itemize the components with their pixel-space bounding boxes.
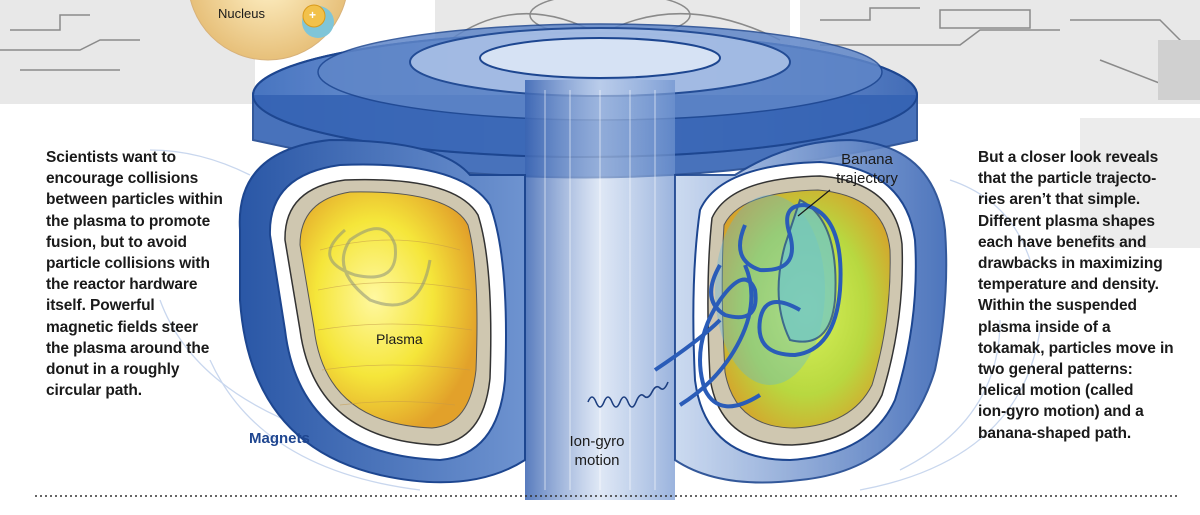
right-paragraph-line: temperature and density. (978, 276, 1159, 294)
ion-gyro-label: Ion-gyro motion (562, 432, 632, 470)
left-paragraph-line: the plasma around the (46, 339, 210, 357)
right-paragraph-line: ries aren’t that simple. (978, 191, 1141, 209)
left-paragraph-line: encourage collisions (46, 170, 199, 188)
right-paragraph-line: Different plasma shapes (978, 212, 1155, 230)
right-paragraph-line: that the particle trajecto- (978, 170, 1157, 188)
left-paragraph: Scientists want to encourage collisions be… (46, 147, 236, 401)
ion-gyro-label-line2: motion (574, 452, 620, 469)
nucleus-label: Nucleus (218, 6, 265, 21)
left-paragraph-line: the plasma to promote (46, 212, 211, 230)
right-paragraph-line: helical motion (called (978, 382, 1134, 400)
banana-label-line1: Banana (841, 151, 893, 168)
right-paragraph-line: plasma inside of a (978, 318, 1111, 336)
right-paragraph-line: two general patterns: (978, 361, 1133, 379)
right-paragraph-line: ion-gyro motion) and a (978, 403, 1144, 421)
left-paragraph-line: itself. Powerful (46, 297, 155, 315)
right-paragraph-line: banana-shaped path. (978, 424, 1132, 442)
right-paragraph: But a closer look reveals that the partic… (978, 147, 1193, 444)
banana-leader (797, 189, 831, 217)
ion-gyro-spiral (587, 318, 722, 408)
side-panel (1080, 118, 1200, 248)
banana-label: Banana trajectory (826, 150, 908, 188)
right-paragraph-line: Within the suspended (978, 297, 1137, 315)
left-paragraph-line: the reactor hardware (46, 276, 198, 294)
nucleus-diagram (190, 0, 346, 61)
right-paragraph-line: drawbacks in maximizing (978, 255, 1163, 273)
left-paragraph-line: fusion, but to avoid (46, 233, 187, 251)
banana-label-line2: trajectory (836, 170, 898, 187)
central-column (525, 80, 675, 500)
magnets-label: Magnets (249, 430, 310, 447)
plasma-label: Plasma (376, 331, 423, 347)
right-coil (674, 138, 948, 484)
left-paragraph-line: Scientists want to (46, 149, 176, 166)
left-paragraph-line: magnetic fields steer (46, 318, 199, 336)
left-paragraph-line: between particles within (46, 191, 223, 209)
banana-trajectory (678, 202, 843, 409)
left-paragraph-line: circular path. (46, 382, 142, 400)
left-paragraph-line: particle collisions with (46, 255, 210, 273)
nucleus-plus: + (309, 8, 317, 22)
left-paragraph-line: donut in a roughly (46, 361, 180, 379)
right-paragraph-line: tokamak, particles move in (978, 339, 1174, 357)
right-paragraph-line: each have benefits and (978, 233, 1147, 251)
right-paragraph-line: But a closer look reveals (978, 149, 1159, 166)
ion-gyro-label-line1: Ion-gyro (569, 433, 625, 450)
left-coil (238, 138, 526, 484)
